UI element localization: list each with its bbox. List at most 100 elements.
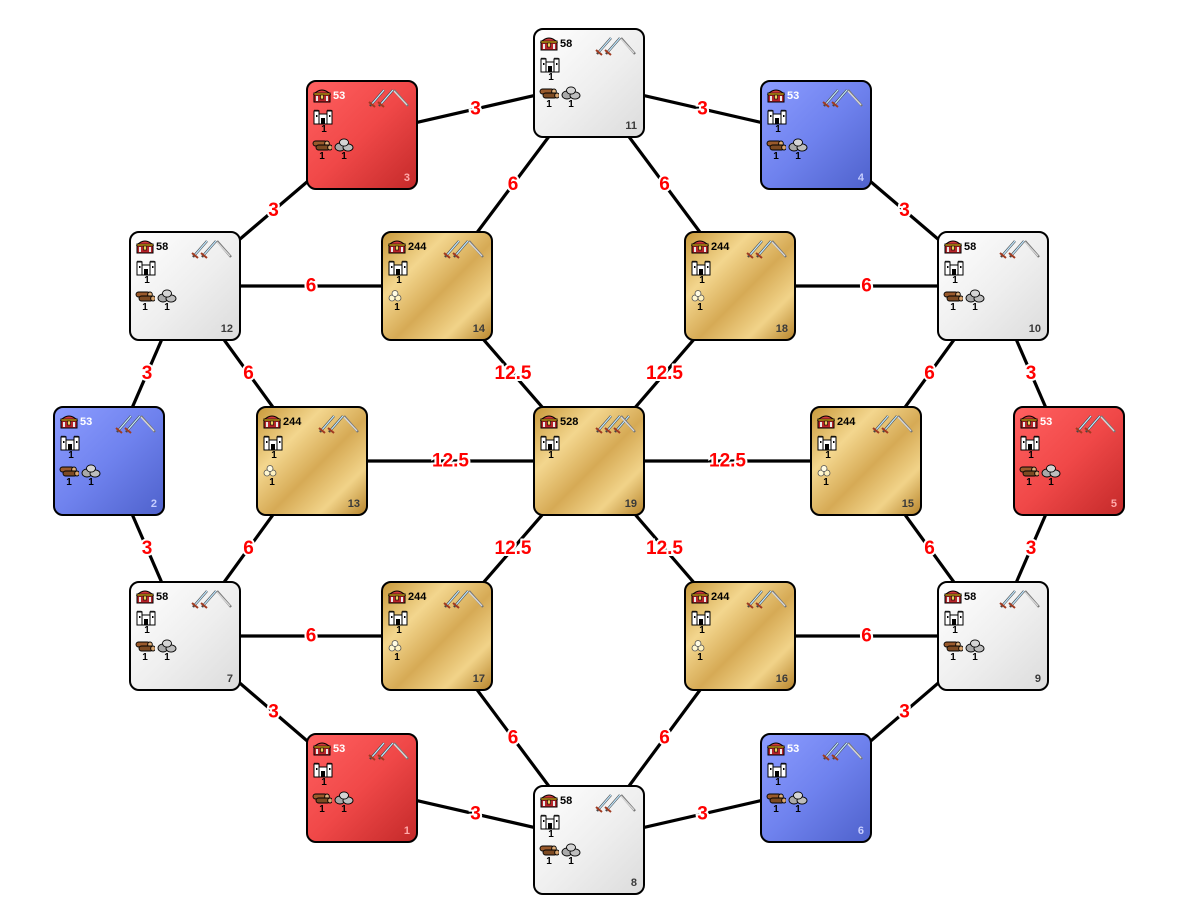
logs-icon	[312, 138, 332, 152]
resource-item: 1	[943, 289, 963, 313]
resource-count: 1	[697, 302, 703, 313]
resource-item: 1	[1019, 464, 1039, 488]
resource-count: 1	[823, 477, 829, 488]
territory-id: 6	[857, 825, 864, 837]
castle-indicator: 1	[767, 762, 789, 788]
resource-item: 1	[262, 464, 282, 488]
castle-indicator: 1	[313, 109, 335, 135]
stones-icon	[334, 138, 354, 152]
troops-indicator: 58	[540, 36, 572, 51]
treasure-chest-icon	[691, 239, 709, 254]
castle-level: 1	[396, 275, 402, 286]
resource-item: 1	[387, 289, 407, 313]
stones-icon	[1041, 464, 1061, 478]
territory-id: 8	[630, 877, 637, 889]
resource-item: 1	[690, 289, 710, 313]
resource-count: 1	[394, 302, 400, 313]
castle-icon	[388, 610, 410, 626]
troops-indicator: 244	[817, 414, 855, 429]
resource-item: 1	[561, 86, 581, 110]
troop-count: 53	[333, 89, 346, 102]
gold-nuggets-icon	[690, 639, 710, 653]
castle-level: 1	[952, 275, 958, 286]
territory-id: 4	[857, 172, 864, 184]
edge-distance-label: 6	[924, 538, 935, 559]
resource-count: 1	[341, 804, 347, 815]
logs-icon	[59, 464, 79, 478]
edge-distance-label: 12.5	[432, 451, 469, 472]
logs-icon	[539, 86, 559, 100]
resource-count: 1	[773, 804, 779, 815]
resources: 1	[262, 464, 284, 488]
troops-indicator: 244	[388, 589, 426, 604]
territory-id: 15	[901, 498, 914, 510]
resource-count: 1	[950, 652, 956, 663]
territory-id: 16	[775, 673, 788, 685]
troop-count: 58	[964, 240, 977, 253]
logs-icon	[539, 843, 559, 857]
gold-nuggets-icon	[690, 289, 710, 303]
resource-item: 1	[312, 138, 332, 162]
territory-id: 5	[1110, 498, 1117, 510]
castle-indicator: 1	[540, 57, 562, 83]
resource-item: 1	[965, 639, 985, 663]
resource-item: 1	[135, 639, 155, 663]
castle-indicator: 1	[817, 435, 839, 461]
troop-count: 58	[560, 794, 573, 807]
treasure-chest-icon	[767, 88, 785, 103]
treasure-chest-icon	[136, 239, 154, 254]
treasure-chest-icon	[313, 741, 331, 756]
logs-icon	[312, 791, 332, 805]
castle-indicator: 1	[313, 762, 335, 788]
edge-distance-label: 12.5	[495, 363, 532, 384]
castle-indicator: 1	[136, 610, 158, 636]
troops-indicator: 58	[136, 239, 168, 254]
castle-icon	[136, 610, 158, 626]
treasure-chest-icon	[540, 414, 558, 429]
troops-indicator: 244	[263, 414, 301, 429]
resource-count: 1	[164, 652, 170, 663]
troops-indicator: 58	[944, 239, 976, 254]
edge-distance-label: 6	[243, 538, 254, 559]
edge-distance-label: 6	[306, 276, 317, 297]
troops-indicator: 53	[767, 88, 799, 103]
troops-indicator: 244	[691, 239, 729, 254]
castle-icon	[540, 435, 562, 451]
resource-count: 1	[142, 652, 148, 663]
edge-distance-label: 3	[268, 200, 279, 221]
resource-count: 1	[697, 652, 703, 663]
castle-icon	[263, 435, 285, 451]
castle-level: 1	[775, 777, 781, 788]
edge-distance-label: 3	[470, 99, 481, 120]
castle-indicator: 1	[60, 435, 82, 461]
resource-count: 1	[950, 302, 956, 313]
troop-count: 244	[711, 240, 730, 253]
troop-count: 244	[711, 590, 730, 603]
treasure-chest-icon	[817, 414, 835, 429]
resource-count: 1	[319, 151, 325, 162]
territory-15[interactable]: 244 1 1 15	[810, 406, 922, 516]
edge-distance-label: 6	[508, 728, 519, 749]
territory-id: 2	[150, 498, 157, 510]
